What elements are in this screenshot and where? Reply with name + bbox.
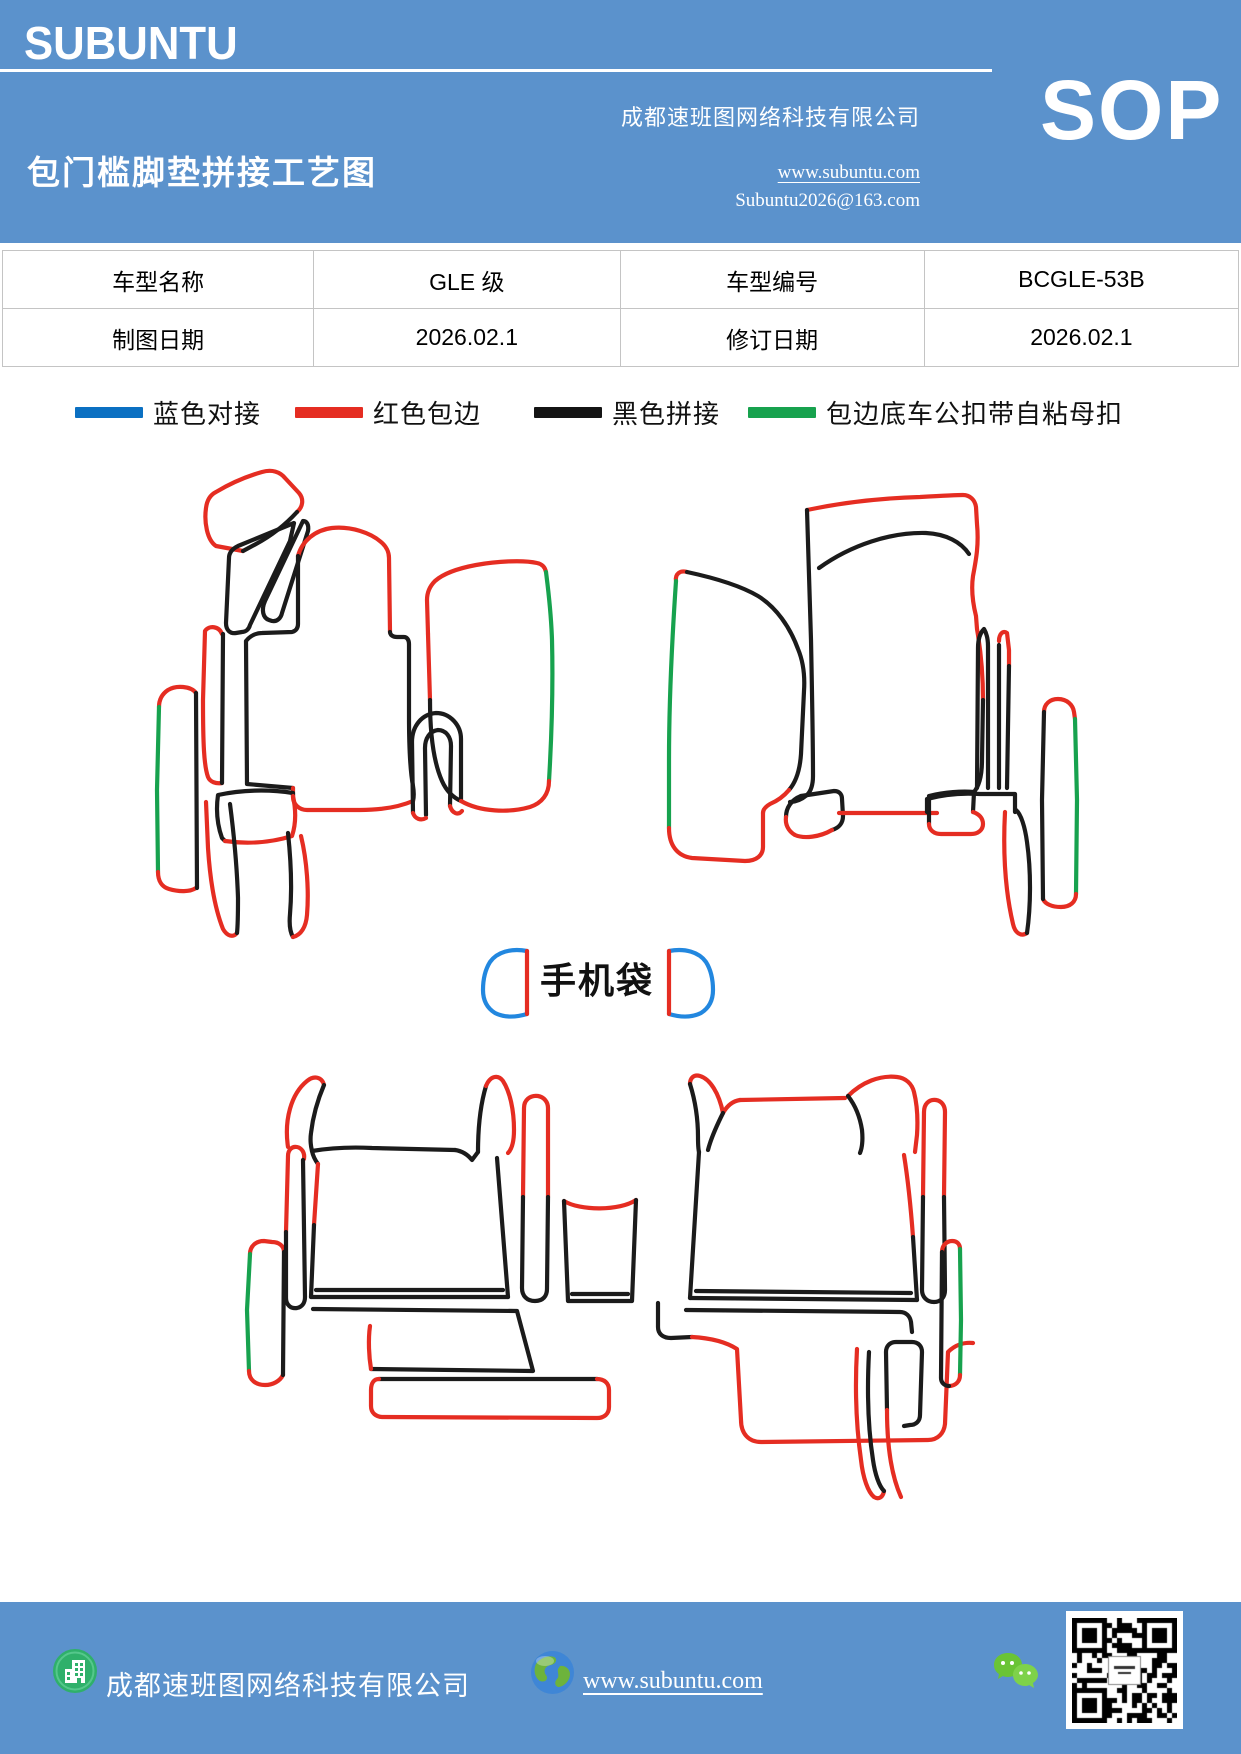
company-building-icon [53, 1649, 97, 1693]
legend-label: 蓝色对接 [153, 400, 262, 429]
green-line-swatch [748, 407, 816, 418]
legend-label: 红色包边 [373, 400, 482, 429]
legend-item-black: 黑色拼接 [534, 394, 720, 431]
model-code-value: BCGLE-53B [923, 250, 1240, 309]
globe-icon [531, 1651, 574, 1694]
legend-item-red: 红色包边 [295, 394, 481, 431]
wechat-icon [994, 1653, 1038, 1688]
table-row: 车型名称 GLE 级 车型编号 BCGLE-53B [1, 250, 1240, 309]
red-line-swatch [295, 407, 363, 418]
brand-logo: SUBUNTU [24, 17, 238, 69]
qr-code [1066, 1611, 1183, 1729]
header-email: Subuntu2026@163.com [735, 190, 920, 211]
legend-item-green: 包边底车公扣带自粘母扣 [748, 394, 1123, 431]
model-name-value: GLE 级 [313, 250, 621, 309]
model-code-label: 车型编号 [619, 250, 925, 309]
legend-item-blue: 蓝色对接 [75, 394, 261, 431]
rear-mats [244, 1073, 976, 1501]
footer-website-link[interactable]: www.subuntu.com [583, 1668, 763, 1694]
front-left-mat [154, 468, 555, 940]
vehicle-info-table: 车型名称 GLE 级 车型编号 BCGLE-53B 制图日期 2026.02.1… [1, 250, 1240, 367]
phone-bag-pieces [480, 947, 716, 1019]
draw-date-value: 2026.02.1 [313, 308, 621, 367]
draw-date-label: 制图日期 [1, 308, 315, 367]
revise-date-label: 修订日期 [619, 308, 925, 367]
front-right-mat [666, 492, 1080, 937]
page-title: 包门槛脚垫拼接工艺图 [27, 154, 377, 191]
blue-line-swatch [75, 407, 143, 418]
legend-label: 包边底车公扣带自粘母扣 [826, 400, 1124, 429]
header: SUBUNTU 包门槛脚垫拼接工艺图 成都速班图网络科技有限公司 www.sub… [0, 0, 1241, 243]
phone-bag-label: 手机袋 [540, 960, 655, 1001]
header-contact-block: 成都速班图网络科技有限公司 www.subuntu.com Subuntu202… [500, 100, 920, 212]
model-name-label: 车型名称 [1, 250, 315, 309]
header-website-link[interactable]: www.subuntu.com [777, 162, 920, 183]
mat-splicing-diagram [154, 468, 1080, 1501]
header-company-name: 成都速班图网络科技有限公司 [620, 105, 920, 130]
header-divider [0, 69, 992, 72]
legend: 蓝色对接 红色包边 黑色拼接 包边底车公扣带自粘母扣 [0, 394, 1241, 434]
revise-date-value: 2026.02.1 [923, 308, 1240, 367]
table-row: 制图日期 2026.02.1 修订日期 2026.02.1 [1, 308, 1240, 367]
sop-badge: SOP [1040, 63, 1224, 157]
footer-company-name: 成都速班图网络科技有限公司 [106, 1671, 470, 1701]
black-line-swatch [534, 407, 602, 418]
legend-label: 黑色拼接 [612, 400, 721, 429]
